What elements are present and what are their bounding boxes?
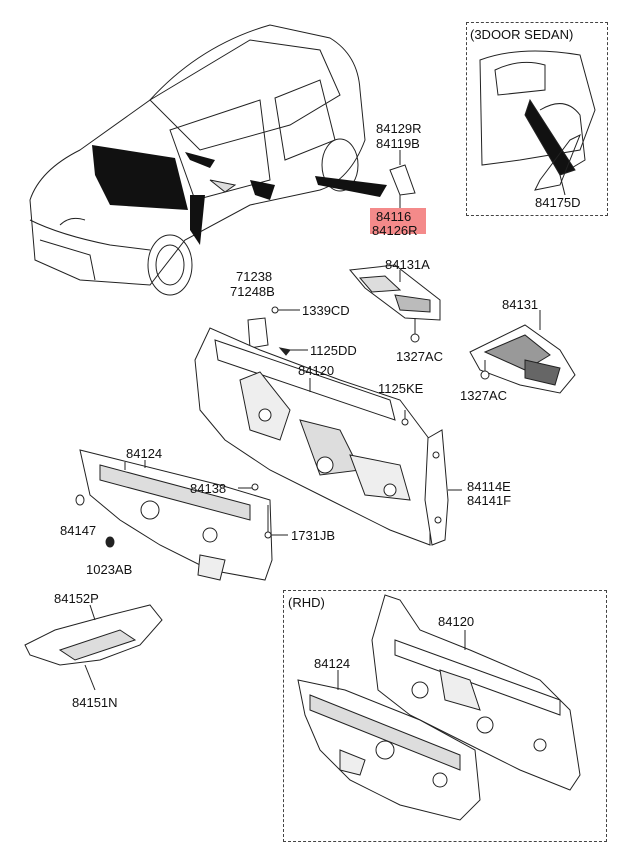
part-label-84151n[interactable]: 84151N [72,695,118,710]
rhd-part-label-84124[interactable]: 84124 [314,656,351,671]
part-label-84138[interactable]: 84138 [190,481,227,496]
part-label-1125ke[interactable]: 1125KE [378,381,424,396]
highlight-84116 [370,208,426,234]
leader-lines [144,270,541,690]
part-label-84116[interactable]: 84116 [376,209,412,224]
part-label-84131[interactable]: 84131 [502,297,539,312]
part-label-71248b[interactable]: 71248B [230,284,275,299]
part-label-1023ab[interactable]: 1023AB [86,562,133,577]
rhd-insulator-84124 [297,679,481,821]
floor-panel-84131a [349,264,441,343]
part-label-1125dd[interactable]: 1125DD [310,343,357,358]
rhd-part-label-84120[interactable]: 84120 [438,614,475,629]
rhd-inset-frame [283,590,607,842]
insulator-84124 [75,449,288,581]
part-label-84120[interactable]: 84120 [298,363,335,378]
part-label-84119b[interactable]: 84119B [376,136,420,151]
bracket-71238 [247,306,308,356]
part-label-84124[interactable]: 84124 [126,446,163,461]
part-label-84126r[interactable]: 84126R [372,223,418,238]
dash-panel-84120 [194,327,431,546]
part-84152p [24,604,163,691]
part-label-84131a[interactable]: 84131A [385,257,430,272]
part-label-84175d[interactable]: 84175D [535,195,581,210]
part-label-84114e[interactable]: 84114E [467,479,511,494]
part-label-71238[interactable]: 71238 [236,269,273,284]
sedan-inset-frame [466,22,608,216]
inset-title-3door-sedan: (3DOOR SEDAN) [470,27,574,42]
rhd-dash-panel-84120 [371,594,581,791]
floor-panel-84131 [469,324,576,394]
part-label-84147[interactable]: 84147 [60,523,97,538]
part-label-1327ac-b[interactable]: 1327AC [460,388,507,403]
part-label-84152p[interactable]: 84152P [54,591,99,606]
side-bracket-84114e [424,429,462,546]
part-label-84129r[interactable]: 84129R [376,121,422,136]
sedan-inset-art [479,50,596,196]
car-dash-panel [92,145,387,245]
part-label-1327ac-a[interactable]: 1327AC [396,349,443,364]
part-label-1731jb[interactable]: 1731JB [291,528,336,543]
inset-title-rhd: (RHD) [288,595,325,610]
part-label-1339cd[interactable]: 1339CD [302,303,350,318]
part-label-84141f[interactable]: 84141F [467,493,512,508]
